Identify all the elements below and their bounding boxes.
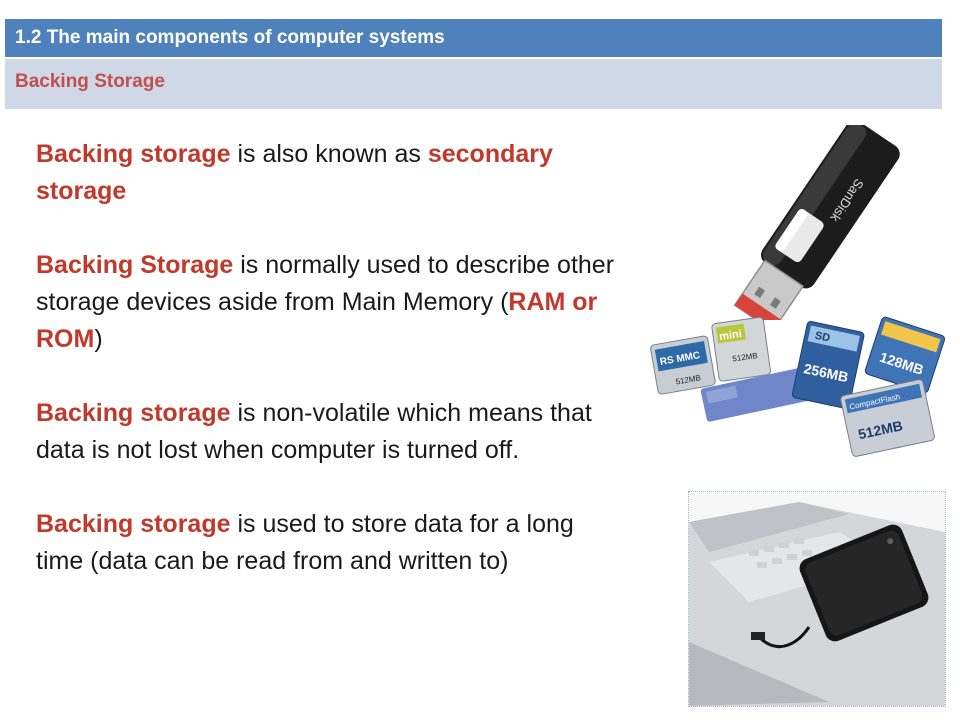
slide-header-title: 1.2 The main components of computer syst…: [15, 27, 445, 48]
paragraph-4: Backing storage is used to store data fo…: [36, 506, 626, 580]
paragraph-run: ): [94, 325, 103, 353]
paragraph-3: Backing storage is non-volatile which me…: [36, 395, 626, 469]
slide-header: 1.2 The main components of computer syst…: [5, 19, 942, 57]
paragraph-2: Backing Storage is normally used to desc…: [36, 247, 626, 358]
paragraph-run: is normally used to describe other stora…: [36, 251, 615, 316]
paragraph-run: Backing storage: [36, 399, 231, 427]
slide-subheader: Backing Storage: [5, 59, 942, 109]
paragraph-run: secondary storage: [36, 140, 553, 205]
slide-body: Backing storage is also known as seconda…: [36, 136, 626, 580]
card-label: SD: [814, 330, 831, 345]
card-label: mini: [718, 328, 742, 343]
usb-flash-drive-image: SanDisk: [720, 120, 930, 332]
card-capacity: 512MB: [675, 373, 702, 386]
paragraph-run: Backing storage: [36, 140, 231, 168]
slide-subheader-title: Backing Storage: [15, 71, 165, 92]
paragraph-1: Backing storage is also known as seconda…: [36, 136, 626, 210]
external-hard-drive-image: [688, 491, 946, 707]
paragraph-run: Backing storage: [36, 510, 231, 538]
card-capacity: 512MB: [732, 351, 758, 363]
memory-cards-image: RS MMC 512MB mini 512MB SD 256MB 128MB: [648, 315, 948, 460]
paragraph-run: RAM or ROM: [36, 288, 598, 353]
paragraph-run: is used to store data for a long time (d…: [36, 510, 574, 575]
paragraph-run: is non-volatile which means that data is…: [36, 399, 592, 464]
paragraph-run: is also known as: [230, 140, 428, 168]
paragraph-run: Backing Storage: [36, 251, 234, 279]
